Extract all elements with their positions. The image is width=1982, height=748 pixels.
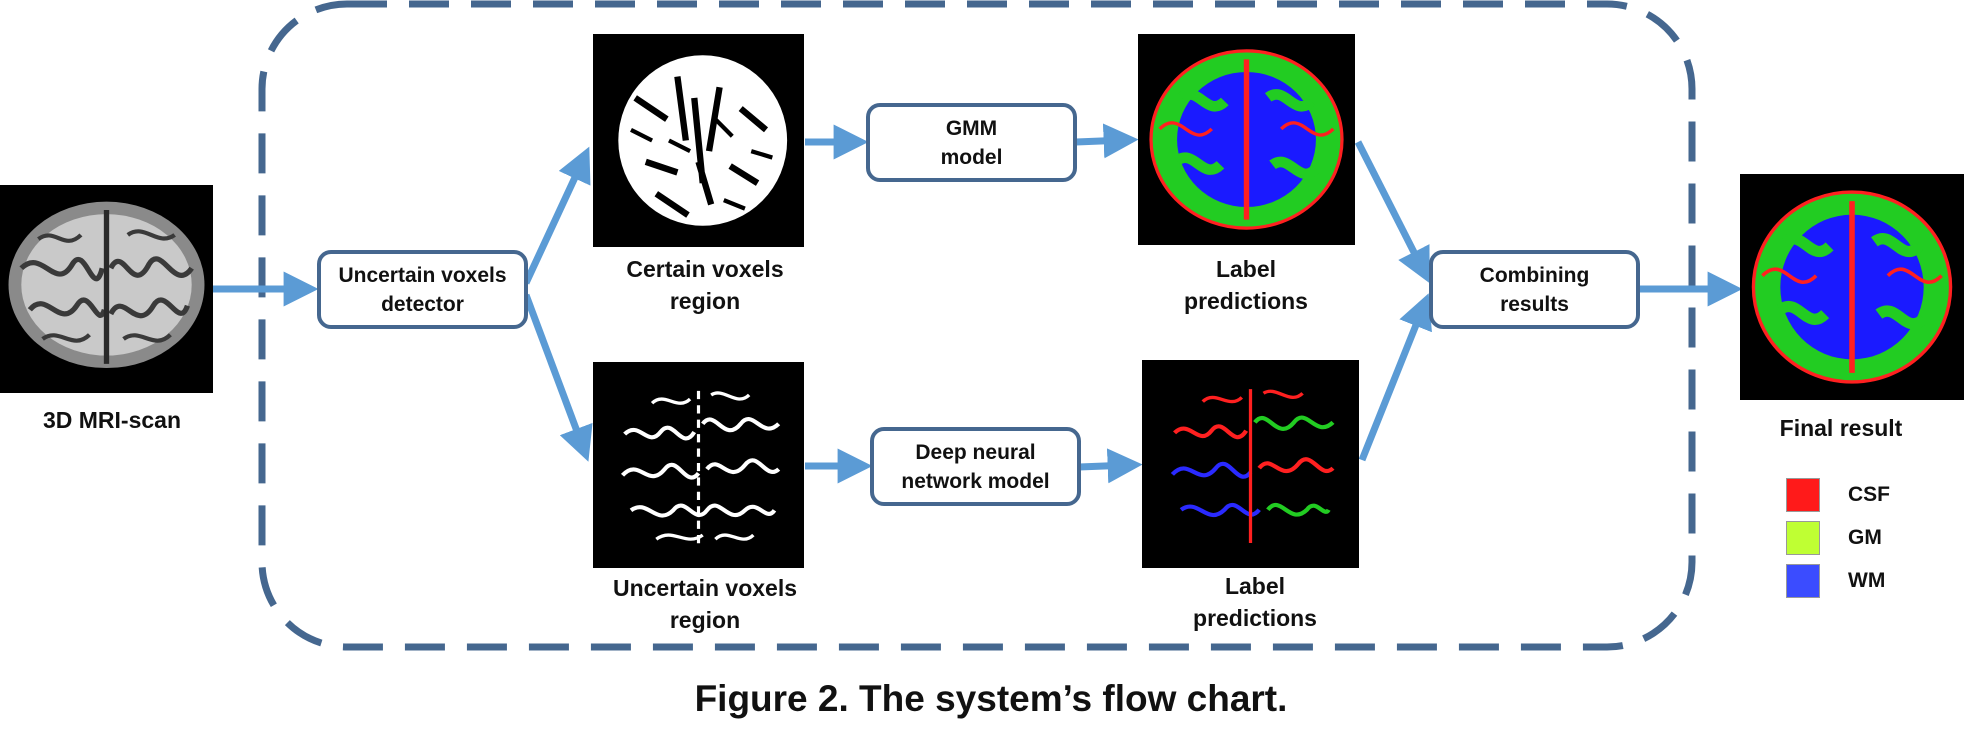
arrow-dnn-to-pred-bottom xyxy=(1078,448,1143,484)
legend-label-gm: GM xyxy=(1848,526,1882,549)
mri-scan-image xyxy=(0,185,213,393)
uncertain-voxels-detector-box: Uncertain voxels detector xyxy=(317,250,528,329)
figure-caption: Figure 2. The system’s flow chart. xyxy=(694,678,1288,719)
legend-item-csf: CSF xyxy=(1786,478,1890,512)
legend-swatch-wm xyxy=(1786,564,1820,598)
arrow-pred-bottom-to-combine xyxy=(1358,293,1432,462)
legend-item-gm: GM xyxy=(1786,521,1882,555)
legend-swatch-csf xyxy=(1786,478,1820,512)
arrow-pred-top-to-combine xyxy=(1354,140,1430,284)
uncertain-voxels-image xyxy=(593,362,804,568)
certain-voxels-label: Certain voxels region xyxy=(626,256,784,314)
pred-top-image xyxy=(1138,34,1355,245)
pred-top-label: Label predictions xyxy=(1184,256,1308,314)
pred-bottom-label: Label predictions xyxy=(1193,573,1317,631)
dnn-model-box: Deep neural network model xyxy=(870,427,1081,506)
final-result-label: Final result xyxy=(1779,415,1903,441)
pred-bottom-image xyxy=(1142,360,1359,568)
arrow-detector-to-certain xyxy=(522,146,591,285)
combining-results-box: Combining results xyxy=(1429,250,1640,329)
arrow-detector-to-uncertain xyxy=(522,293,593,462)
mri-scan-label: 3D MRI-scan xyxy=(42,407,182,433)
gmm-model-box: GMM model xyxy=(866,103,1077,182)
legend-label-csf: CSF xyxy=(1848,483,1890,506)
legend-item-wm: WM xyxy=(1786,564,1885,598)
final-result-image xyxy=(1740,174,1964,400)
arrow-gmm-to-pred-top xyxy=(1075,123,1139,159)
legend-swatch-gm xyxy=(1786,521,1820,555)
system-boundary xyxy=(258,0,1696,651)
uncertain-voxels-label: Uncertain voxels region xyxy=(612,575,798,633)
certain-voxels-image xyxy=(593,34,804,247)
legend-label-wm: WM xyxy=(1848,569,1886,592)
